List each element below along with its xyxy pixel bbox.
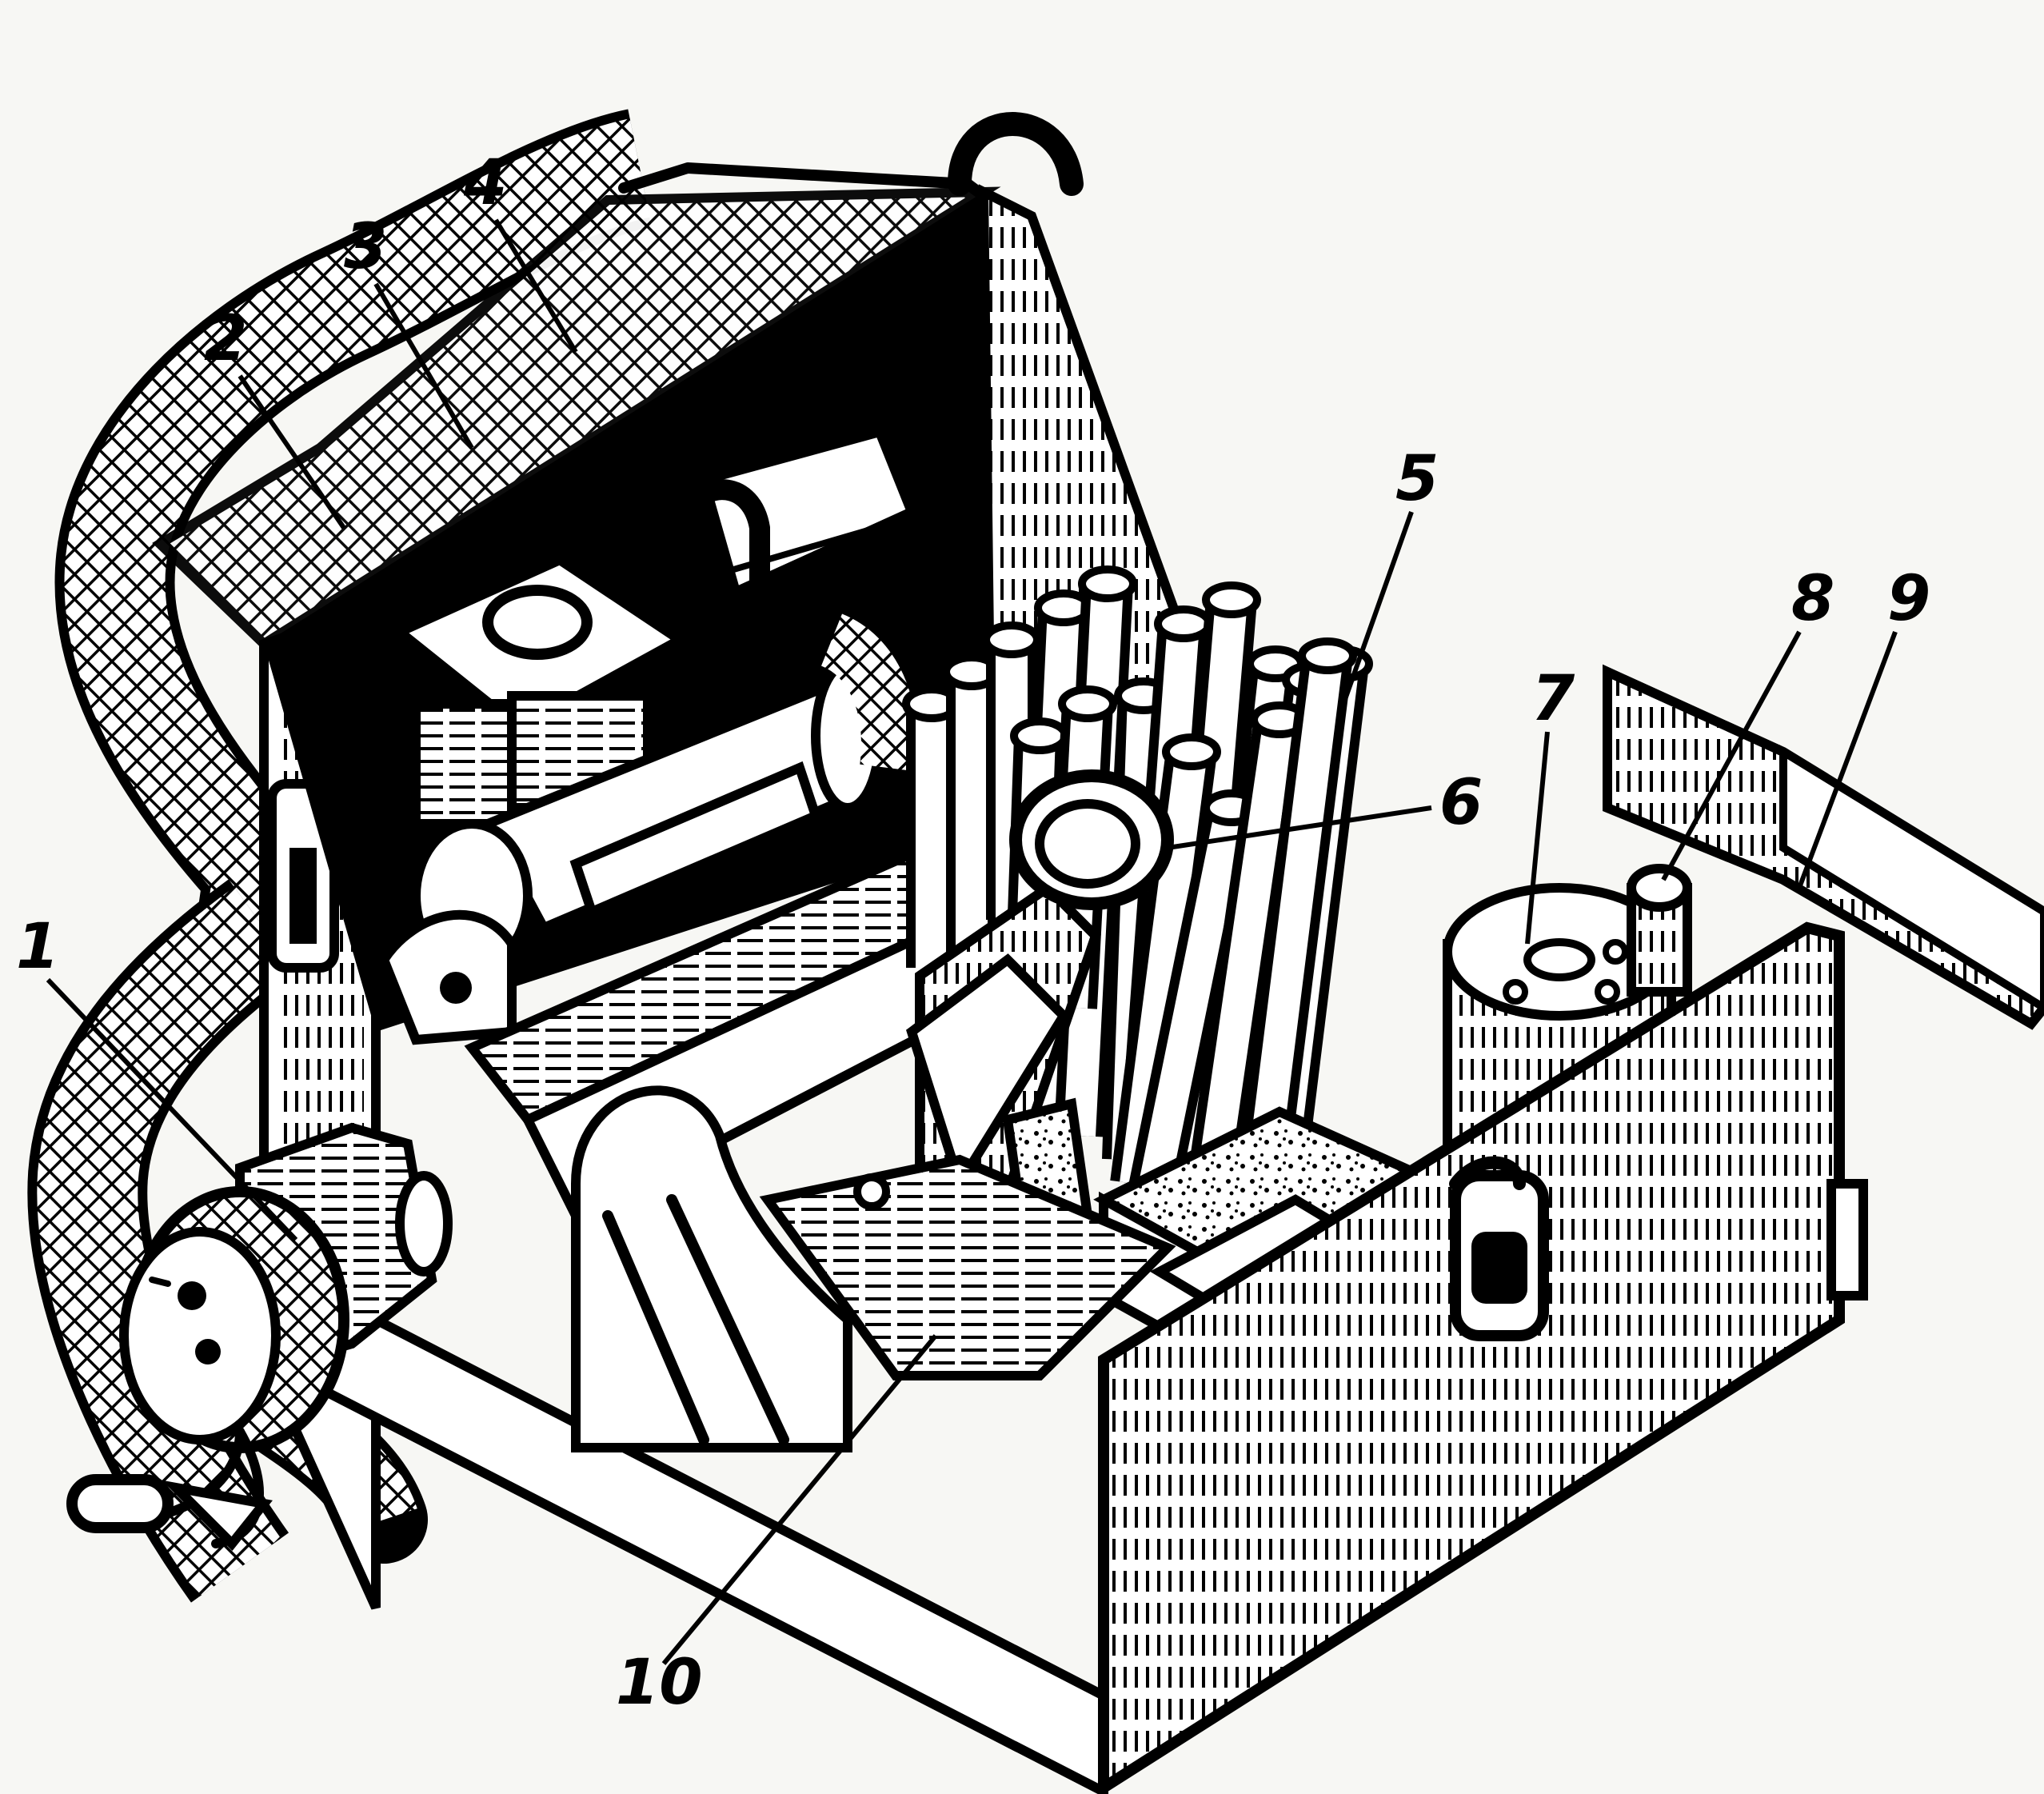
strap-buckle xyxy=(162,1480,273,1551)
tube-ring xyxy=(905,769,1174,1221)
callout-3: 3 xyxy=(344,211,387,283)
rod-cap xyxy=(1162,733,1221,770)
left-latch-slot xyxy=(289,848,317,944)
rod-cap xyxy=(1010,717,1069,754)
callout-9: 9 xyxy=(1887,563,1930,635)
leader-line xyxy=(661,1334,938,1665)
rod-fill xyxy=(1192,717,1295,1218)
winding-drum xyxy=(66,1122,453,1551)
leader-line xyxy=(373,282,474,449)
front-right-wall xyxy=(1098,921,1868,1794)
rod-cap xyxy=(1154,605,1213,642)
coil-hole xyxy=(482,585,593,660)
leader-lines xyxy=(46,218,1898,1665)
strap-clip xyxy=(66,1474,174,1533)
callout-labels: 1 2 3 4 5 6 7 8 9 10 xyxy=(16,147,1930,1719)
callout-2: 2 xyxy=(204,303,247,375)
rod-cap xyxy=(982,621,1041,658)
leader-line xyxy=(1167,805,1432,850)
lid-handle xyxy=(948,112,1084,196)
leader-line xyxy=(238,374,346,529)
leader-line xyxy=(493,218,578,354)
leader-line xyxy=(1341,510,1414,705)
rod-cap xyxy=(1058,685,1117,722)
leader-line xyxy=(1797,630,1898,889)
leader-line xyxy=(1525,731,1550,945)
peg-cylinder xyxy=(1627,864,1692,997)
sloped-insert xyxy=(571,1085,1176,1452)
rod-fill xyxy=(1248,653,1343,1170)
roller-unit xyxy=(378,613,917,1045)
callout-10: 10 xyxy=(616,1647,703,1719)
leader-line xyxy=(1661,630,1802,881)
callout-1: 1 xyxy=(16,911,59,983)
callout-7: 7 xyxy=(1531,663,1575,735)
right-latch-slot xyxy=(1471,1232,1527,1304)
callout-5: 5 xyxy=(1395,443,1439,515)
leader-line xyxy=(46,977,298,1242)
rod-fill xyxy=(1136,805,1248,1203)
callout-6: 6 xyxy=(1439,767,1483,839)
callout-8: 8 xyxy=(1791,563,1834,635)
rod-cap xyxy=(1202,581,1261,618)
ruler xyxy=(1603,664,2044,1030)
callout-4: 4 xyxy=(463,147,507,219)
rod-cap xyxy=(1298,637,1357,674)
rod-cap xyxy=(1078,565,1137,602)
